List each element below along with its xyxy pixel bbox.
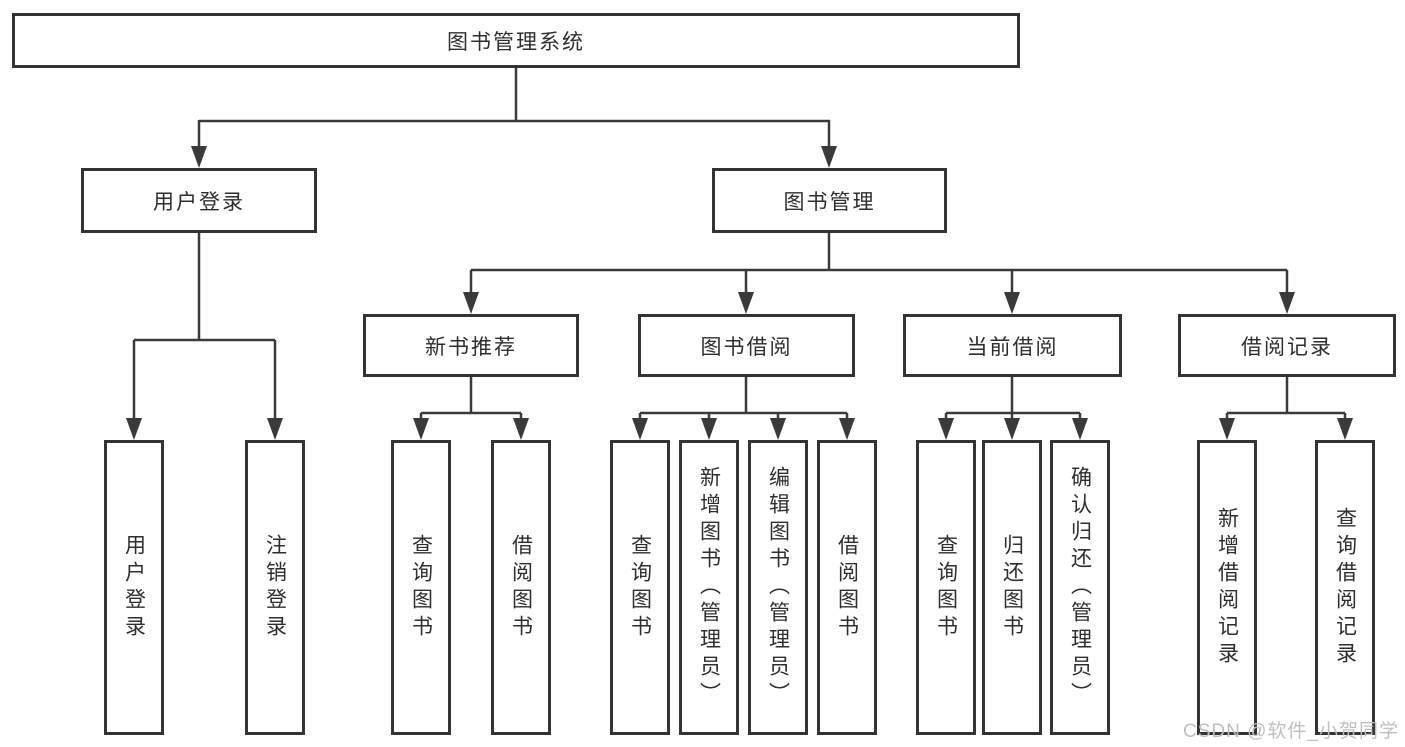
node-new-book-recommend: 新书推荐 bbox=[363, 314, 579, 377]
node-label: 借阅图书 bbox=[835, 533, 859, 642]
node-leaf-query-books: 查询图书 bbox=[391, 440, 451, 735]
node-label: 当前借阅 bbox=[966, 335, 1059, 359]
node-leaf-edit-book-admin: 编辑图书（管理员） bbox=[748, 440, 808, 735]
node-leaf-logout: 注销登录 bbox=[245, 440, 305, 735]
node-library-management-system: 图书管理系统 bbox=[12, 13, 1020, 68]
node-current-borrow: 当前借阅 bbox=[903, 314, 1122, 377]
node-label: 编辑图书（管理员） bbox=[766, 466, 790, 709]
node-label: 借阅图书 bbox=[509, 533, 533, 642]
node-label: 确认归还（管理员） bbox=[1068, 466, 1092, 709]
node-label: 查询借阅记录 bbox=[1333, 506, 1357, 669]
node-leaf-borrow-books: 借阅图书 bbox=[817, 440, 877, 735]
node-label: 新书推荐 bbox=[425, 335, 517, 359]
node-leaf-query-books: 查询图书 bbox=[610, 440, 670, 735]
node-leaf-add-borrow-record: 新增借阅记录 bbox=[1197, 440, 1257, 735]
node-label: 图书借阅 bbox=[700, 335, 793, 359]
node-label: 图书管理 bbox=[783, 190, 876, 214]
node-label: 借阅记录 bbox=[1241, 335, 1333, 359]
csdn-watermark: CSDN @软件_小贺同学 bbox=[1183, 721, 1399, 742]
node-leaf-query-books: 查询图书 bbox=[916, 440, 976, 735]
node-label: 用户登录 bbox=[153, 190, 245, 214]
node-book-borrow: 图书借阅 bbox=[638, 314, 855, 377]
node-book-management: 图书管理 bbox=[712, 168, 947, 233]
node-label: 图书管理系统 bbox=[447, 30, 585, 54]
node-label: 查询图书 bbox=[934, 533, 958, 642]
node-user-login: 用户登录 bbox=[81, 168, 317, 233]
node-leaf-user-login: 用户登录 bbox=[104, 440, 164, 735]
node-label: 新增图书（管理员） bbox=[697, 466, 721, 709]
node-label: 用户登录 bbox=[122, 533, 146, 642]
node-leaf-borrow-books: 借阅图书 bbox=[491, 440, 551, 735]
node-leaf-confirm-return-admin: 确认归还（管理员） bbox=[1050, 440, 1110, 735]
node-borrow-records: 借阅记录 bbox=[1178, 314, 1396, 377]
node-leaf-query-borrow-record: 查询借阅记录 bbox=[1315, 440, 1375, 735]
node-leaf-return-book: 归还图书 bbox=[982, 440, 1042, 735]
node-label: 查询图书 bbox=[628, 533, 652, 642]
node-label: 注销登录 bbox=[263, 533, 287, 642]
node-leaf-add-book-admin: 新增图书（管理员） bbox=[679, 440, 739, 735]
node-label: 归还图书 bbox=[1000, 533, 1024, 642]
node-label: 新增借阅记录 bbox=[1215, 506, 1239, 669]
node-label: 查询图书 bbox=[409, 533, 433, 642]
